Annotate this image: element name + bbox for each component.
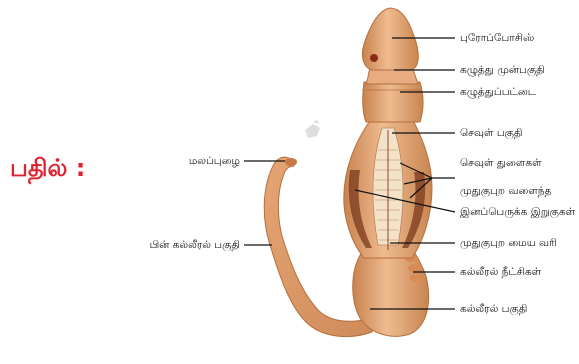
label-anus: மலப்புழை xyxy=(189,155,241,167)
proboscis xyxy=(362,8,418,70)
anus-tip xyxy=(285,158,297,166)
label-hepatic-caeca: கல்லீரல் நீட்சிகள் xyxy=(460,266,542,278)
label-collar-front: கழுத்து முன்பகுதி xyxy=(460,64,545,78)
label-genital-ridge: இனப்பெருக்க இறுகுகள் xyxy=(460,206,576,220)
label-posterior-hepatic: பின் கல்லீரல் பகுதி xyxy=(150,239,241,253)
label-branchial-region: செவுள் பகுதி xyxy=(460,127,523,141)
smudge-marks xyxy=(305,120,320,138)
label-dorsal-midline: முதுகுபுற மைய வரி xyxy=(460,237,557,251)
label-collar-band: கழுத்துப்பட்டை xyxy=(460,86,537,99)
label-dorsal-fold: முதுகுபுற வளைந்த xyxy=(460,185,552,199)
collar xyxy=(363,82,423,122)
label-proboscis: புரோப்போசிஸ் xyxy=(460,32,535,44)
label-hepatic-region: கல்லீரல் பகுதி xyxy=(460,303,528,317)
proboscis-spot xyxy=(370,54,378,62)
trunk xyxy=(344,118,432,258)
hepatic-region xyxy=(353,246,429,336)
label-gill-slits: செவுள் துளைகள் xyxy=(460,157,542,169)
